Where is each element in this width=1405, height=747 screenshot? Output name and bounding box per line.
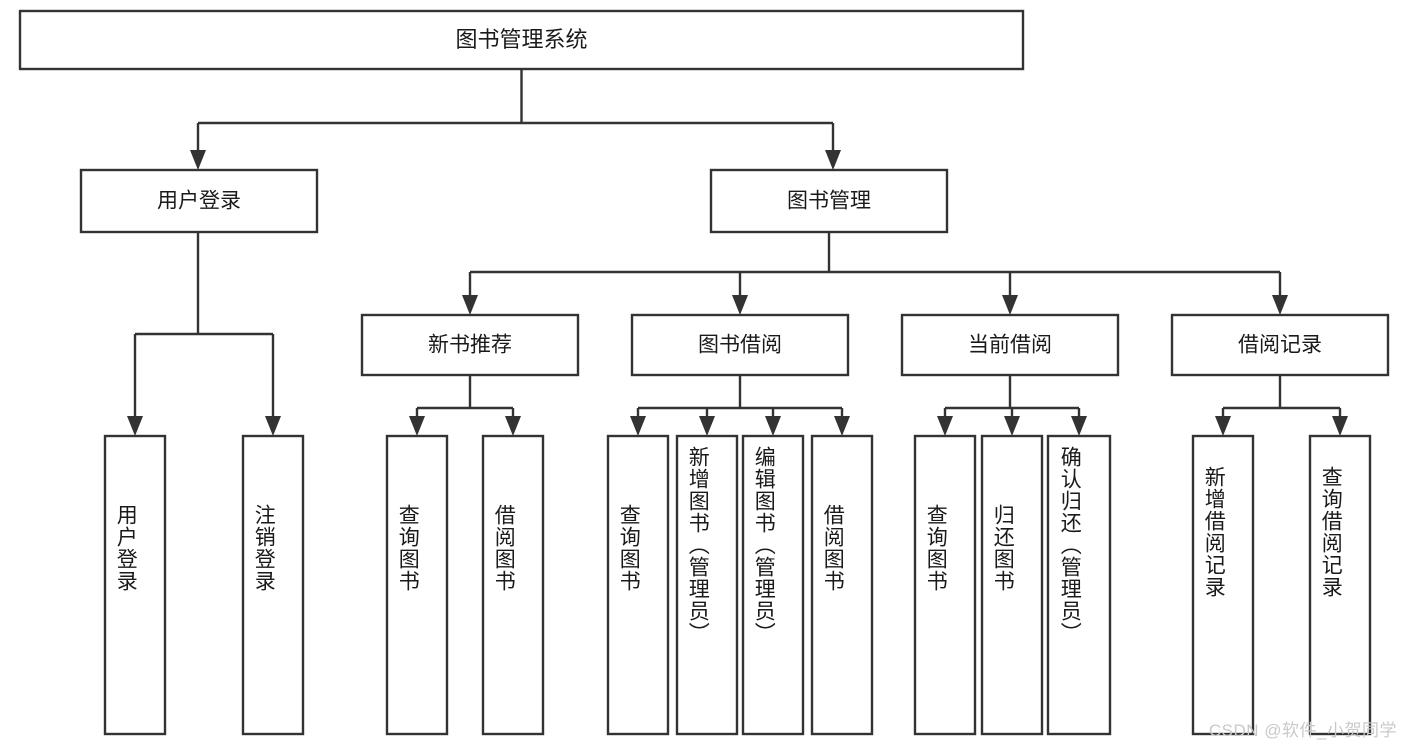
node-leaf-query-record[interactable]: [1308, 434, 1372, 736]
node-user-login[interactable]: 用户登录: [79, 168, 319, 234]
node-leaf-return-book[interactable]: [980, 434, 1044, 736]
arrow-to-user-login: [190, 150, 206, 170]
arrow-to-leaf-borrow-book-2: [834, 416, 850, 436]
node-new-book-recommend[interactable]: 新书推荐: [360, 313, 580, 377]
watermark-text: CSDN @软件_小贺同学: [1208, 721, 1397, 740]
node-leaf-logout[interactable]: [241, 434, 305, 736]
node-new-book-recommend-label: 新书推荐: [428, 334, 512, 357]
arrow-to-leaf-logout: [265, 416, 281, 436]
arrow-to-leaf-query-book-3: [937, 416, 953, 436]
arrow-to-leaf-edit-book: [765, 416, 781, 436]
node-book-borrow[interactable]: 图书借阅: [630, 313, 850, 377]
arrow-to-book-borrow: [732, 295, 748, 315]
arrow-to-current-borrow: [1002, 295, 1018, 315]
node-leaf-borrow-book-1[interactable]: [481, 434, 545, 736]
arrow-to-leaf-query-book-1: [409, 416, 425, 436]
arrow-to-leaf-query-record: [1332, 416, 1348, 436]
node-current-borrow[interactable]: 当前借阅: [900, 313, 1120, 377]
arrow-to-leaf-user-login: [127, 416, 143, 436]
arrow-to-leaf-confirm-return: [1071, 416, 1087, 436]
arrow-to-leaf-add-book: [699, 416, 715, 436]
node-leaf-borrow-book-2[interactable]: [810, 434, 874, 736]
node-leaf-add-record[interactable]: [1191, 434, 1255, 736]
node-current-borrow-label: 当前借阅: [968, 334, 1052, 357]
node-leaf-edit-book[interactable]: [741, 434, 805, 736]
node-root-label: 图书管理系统: [455, 27, 587, 52]
node-borrow-record[interactable]: 借阅记录: [1170, 313, 1390, 377]
arrow-to-book-management: [825, 150, 841, 170]
node-root[interactable]: 图书管理系统: [18, 9, 1025, 71]
arrow-to-leaf-return-book: [1004, 416, 1020, 436]
arrow-to-leaf-query-book-2: [630, 416, 646, 436]
arrow-to-leaf-borrow-book-1: [505, 416, 521, 436]
node-leaf-confirm-return[interactable]: [1046, 434, 1112, 736]
node-layer: 图书管理系统 用户登录 图书管理 新书推荐 图书借阅 当前: [18, 9, 1390, 736]
node-leaf-query-book-3[interactable]: [913, 434, 977, 736]
node-book-management-label: 图书管理: [787, 190, 871, 213]
node-user-login-label: 用户登录: [157, 190, 241, 213]
node-book-borrow-label: 图书借阅: [698, 334, 782, 357]
node-borrow-record-label: 借阅记录: [1238, 334, 1322, 357]
arrow-to-leaf-add-record: [1215, 416, 1231, 436]
node-leaf-add-book[interactable]: [675, 434, 739, 736]
node-book-management[interactable]: 图书管理: [709, 168, 949, 234]
arrow-to-new-book-recommend: [462, 295, 478, 315]
connector-layer: [127, 69, 1348, 436]
node-leaf-user-login[interactable]: [103, 434, 167, 736]
arrow-to-borrow-record: [1272, 295, 1288, 315]
node-leaf-query-book-1[interactable]: [385, 434, 449, 736]
node-leaf-query-book-2[interactable]: [606, 434, 670, 736]
